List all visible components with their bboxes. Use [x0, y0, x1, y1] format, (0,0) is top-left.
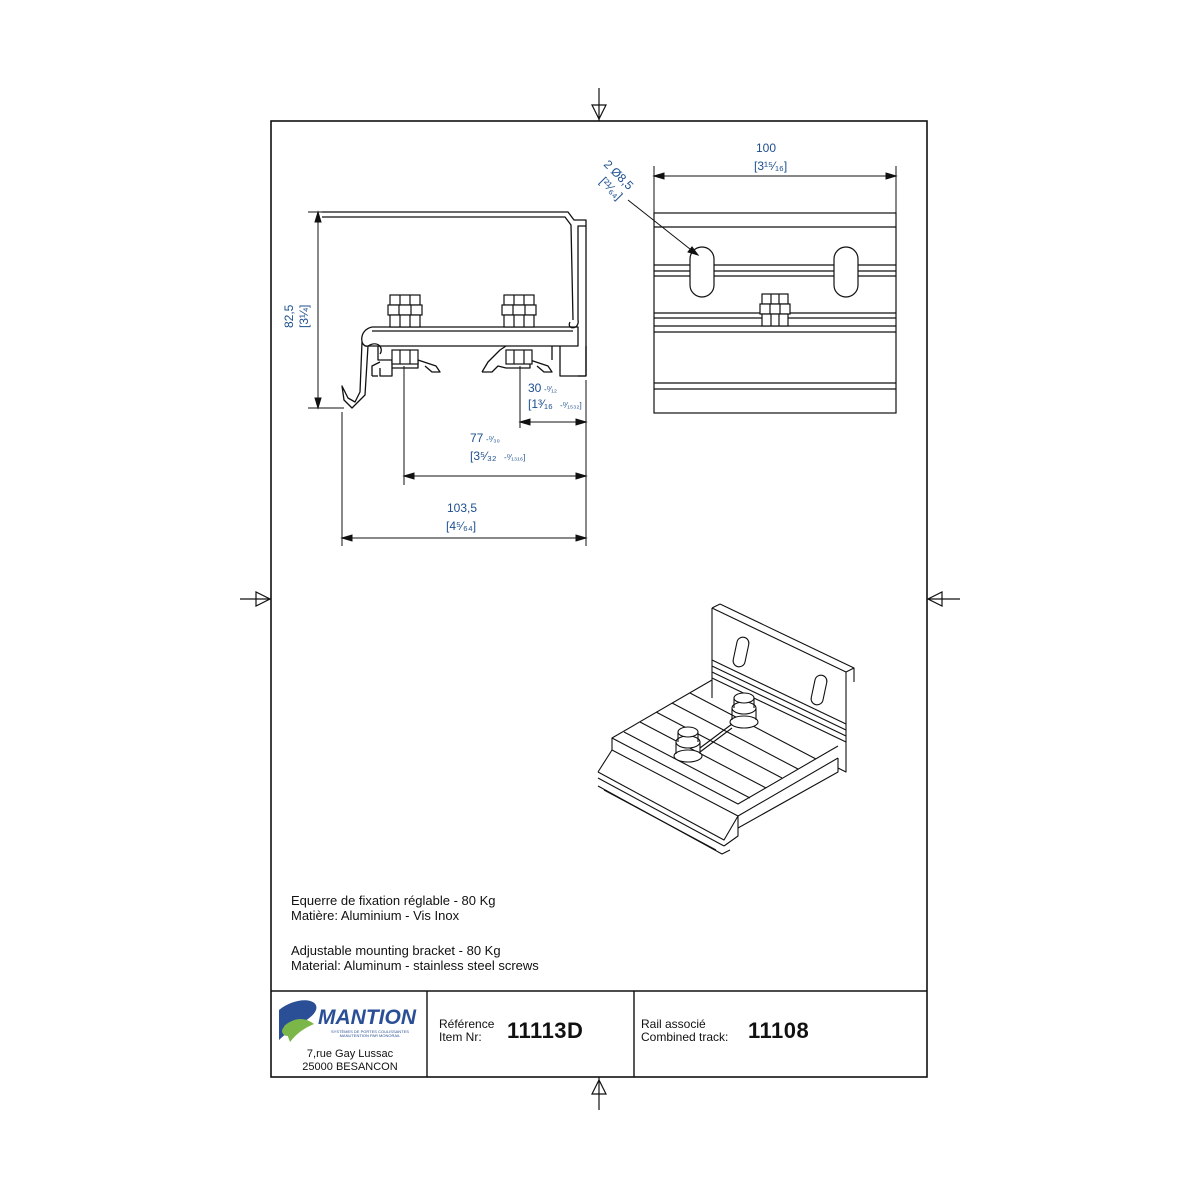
side-view-profile — [322, 211, 587, 409]
iso-bolt-left — [673, 726, 703, 763]
slot-hole-left — [689, 246, 715, 298]
dim-height-inch: [3¼] — [297, 305, 311, 328]
brand-name: MANTION — [318, 1006, 416, 1029]
bolt-right — [501, 294, 537, 365]
rail-label-fr: Rail associé — [641, 1017, 706, 1031]
dim-offset-inch-tolerance: -⁰⁄₁₅₃₂] — [560, 401, 582, 410]
dim-mid-tolerance: -⁰⁄₃₀ — [486, 435, 500, 444]
dim-total-width-inch: [4⁵⁄₆₄] — [446, 519, 476, 533]
description-en-line2: Material: Aluminum - stainless steel scr… — [291, 958, 539, 973]
dimension-lines-side — [308, 210, 588, 546]
center-mark-top — [591, 88, 607, 121]
isometric-view — [597, 603, 855, 855]
slot-hole-right — [833, 246, 859, 298]
front-view-bolt — [759, 293, 791, 327]
dim-plate-width-inch: [3¹⁵⁄₁₆] — [754, 159, 787, 173]
dim-offset-inch: [1³⁄₁₆ — [528, 397, 553, 411]
address-line1: 7,rue Gay Lussac — [306, 1048, 394, 1060]
dim-height-value: 82,5 — [282, 304, 296, 328]
center-mark-right — [926, 591, 960, 607]
address-line2: 25000 BESANCON — [302, 1061, 398, 1073]
bolt-left — [387, 294, 423, 365]
front-view-plate — [653, 212, 897, 414]
iso-slot-hole-right — [810, 674, 828, 706]
dim-total-width-value: 103,5 — [447, 501, 477, 515]
dim-mid-inch-tolerance: -⁰⁄₁₃₁₆] — [504, 453, 525, 462]
mantion-logo-mark — [279, 1000, 317, 1042]
description-french: Equerre de fixation réglable - 80 Kg Mat… — [291, 893, 496, 923]
center-mark-bottom — [591, 1077, 607, 1110]
dim-mid-inch: [3⁵⁄₃₂ — [470, 449, 497, 463]
reference-value: 11113D — [507, 1018, 584, 1043]
dim-plate-width-value: 100 — [756, 141, 776, 155]
dim-offset-value: 30 — [528, 381, 542, 395]
rail-value: 11108 — [748, 1018, 810, 1043]
dim-offset-tolerance: -⁰⁄₁₂ — [544, 385, 557, 394]
brand-tagline: SYSTÈMES DE PORTES COULISSANTES MANUTENT… — [331, 1029, 409, 1038]
reference-label-fr: Référence — [439, 1017, 495, 1031]
description-en-line1: Adjustable mounting bracket - 80 Kg — [291, 943, 501, 958]
center-mark-left — [240, 591, 272, 607]
description-fr-line2: Matière: Aluminium - Vis Inox — [291, 908, 460, 923]
iso-bolt-right — [729, 692, 759, 729]
reference-label-en: Item Nr: — [439, 1030, 482, 1044]
dimension-lines-front — [627, 166, 898, 256]
dim-mid-value: 77 — [470, 431, 484, 445]
description-fr-line1: Equerre de fixation réglable - 80 Kg — [291, 893, 496, 908]
rail-label-en: Combined track: — [641, 1030, 729, 1044]
iso-slot-hole-left — [732, 636, 750, 668]
description-english: Adjustable mounting bracket - 80 Kg Mate… — [291, 943, 539, 973]
